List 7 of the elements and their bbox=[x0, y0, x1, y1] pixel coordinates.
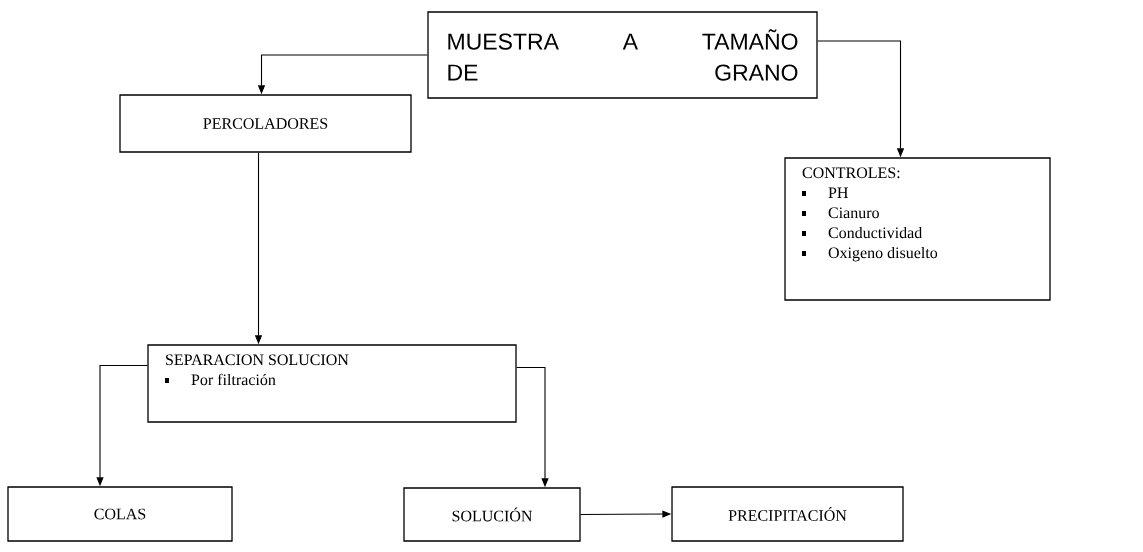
process-box: MUESTRA A TAMAÑO DE GRANO bbox=[427, 11, 818, 99]
process-box: PERCOLADORES bbox=[119, 94, 412, 153]
process-box: COLAS bbox=[7, 486, 233, 542]
process-box: SEPARACION SOLUCION Por filtración bbox=[147, 344, 517, 423]
process-box: PRECIPITACIÓN bbox=[671, 486, 904, 542]
process-box: CONTROLES: PH Cianuro Conductividad Oxigeno disuelto bbox=[784, 157, 1051, 301]
process-box: SOLUCIÓN bbox=[403, 487, 581, 542]
